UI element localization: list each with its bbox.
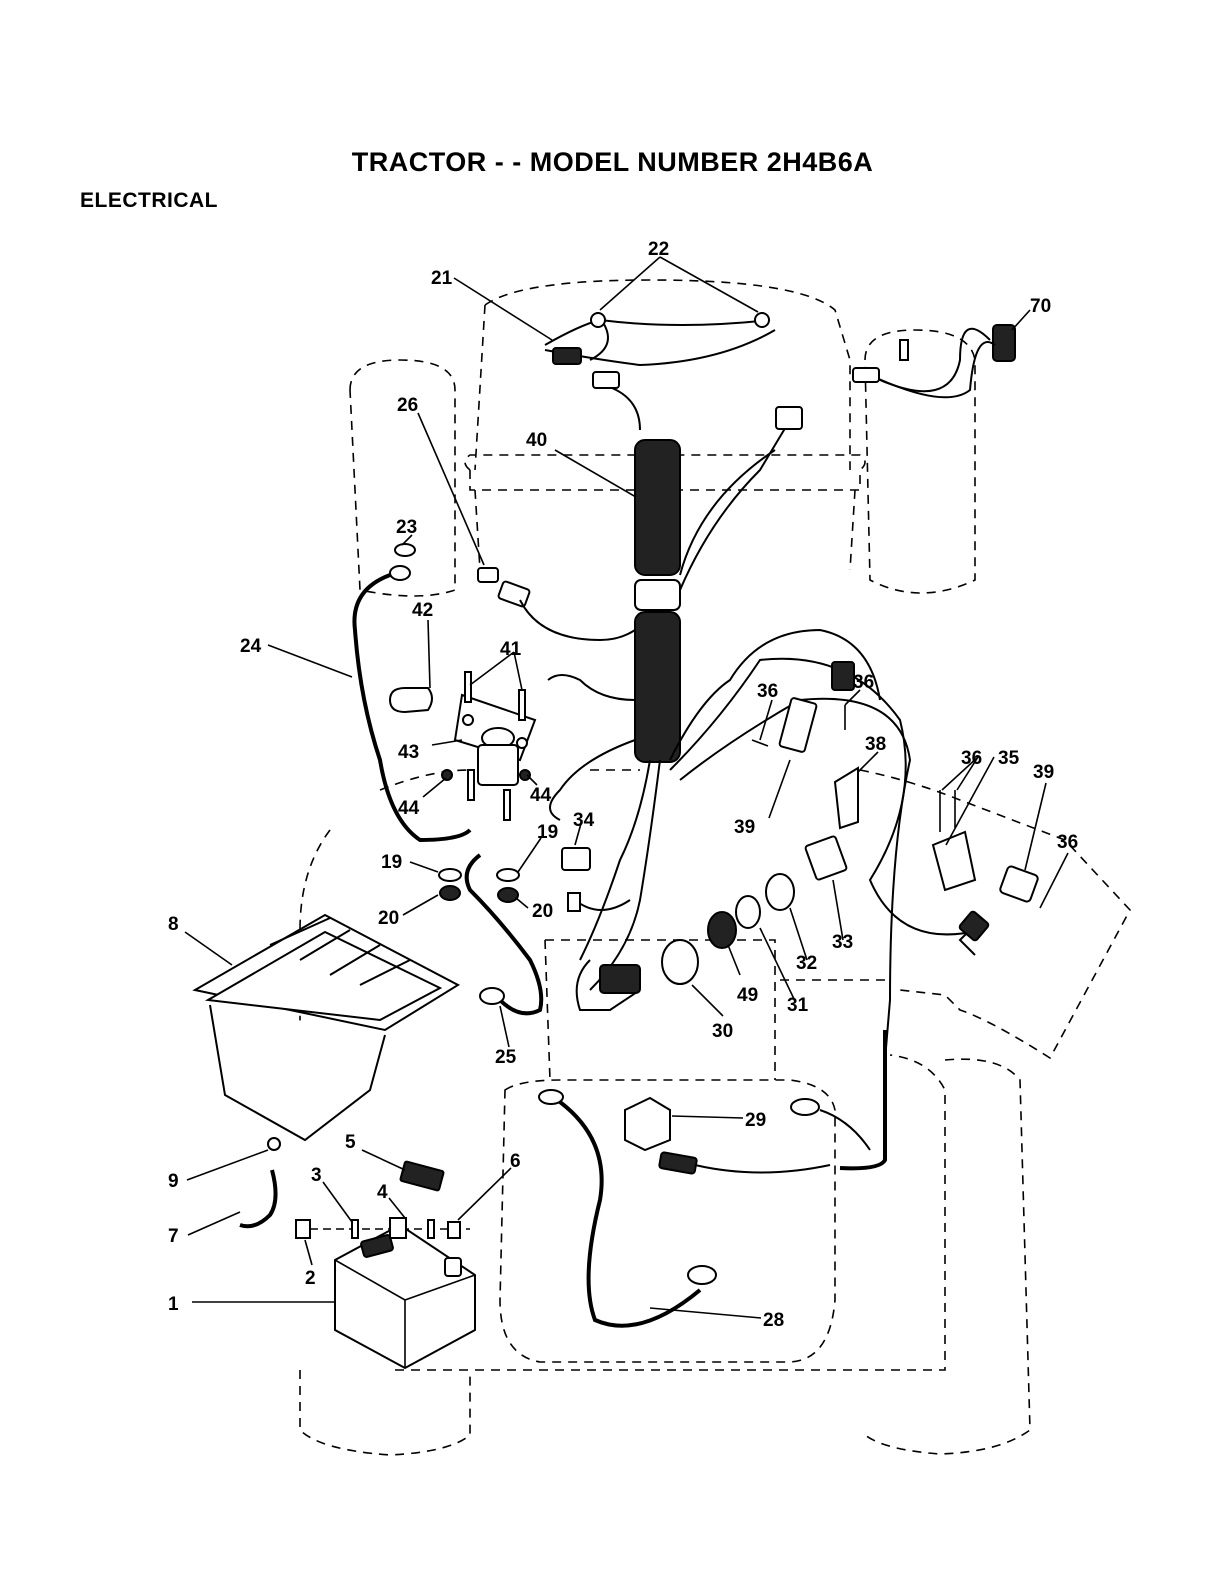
ignition-switch — [662, 836, 847, 984]
callout-35: 35 — [998, 748, 1020, 769]
headlight-harness — [545, 313, 775, 430]
starter-wire-29 — [625, 1030, 885, 1174]
callout-22: 22 — [648, 239, 669, 260]
callout-28: 28 — [763, 1310, 784, 1331]
callout-34: 34 — [573, 810, 595, 831]
callout-23: 23 — [396, 517, 417, 538]
callout-1: 1 — [168, 1294, 179, 1315]
callout-5: 5 — [345, 1132, 356, 1153]
callout-41: 41 — [500, 639, 522, 660]
callout-4: 4 — [377, 1182, 388, 1203]
callout-38: 38 — [865, 734, 886, 755]
callout-9: 9 — [168, 1171, 179, 1192]
callout-20-left: 20 — [378, 908, 399, 929]
callout-30: 30 — [712, 1021, 733, 1042]
callout-21: 21 — [431, 268, 453, 289]
battery-box — [195, 915, 458, 1140]
callout-20-right: 20 — [532, 901, 553, 922]
callout-7: 7 — [168, 1226, 179, 1247]
callout-39-left: 39 — [734, 817, 755, 838]
callout-70: 70 — [1030, 296, 1051, 317]
callout-36-upper: 36 — [757, 681, 778, 702]
battery — [240, 1138, 475, 1368]
fuse-holder-connector — [478, 568, 635, 640]
callout-42: 42 — [412, 600, 433, 621]
callout-44-right: 44 — [530, 785, 552, 806]
callout-24: 24 — [240, 636, 262, 657]
callout-19-right: 19 — [537, 822, 558, 843]
callout-32: 32 — [796, 953, 817, 974]
callout-43: 43 — [398, 742, 419, 763]
callout-33: 33 — [832, 932, 853, 953]
callout-49: 49 — [737, 985, 758, 1006]
callout-29: 29 — [745, 1110, 766, 1131]
callout-19-left: 19 — [381, 852, 402, 873]
main-wiring-harness — [548, 407, 989, 1060]
callout-6: 6 — [510, 1151, 521, 1172]
callout-2: 2 — [305, 1268, 316, 1289]
callout-36-mid: 36 — [853, 672, 874, 693]
callout-44-left: 44 — [398, 798, 420, 819]
callout-31: 31 — [787, 995, 809, 1016]
callout-3: 3 — [311, 1165, 322, 1186]
callout-36-right: 36 — [961, 748, 982, 769]
callout-40: 40 — [526, 430, 547, 451]
callout-8: 8 — [168, 914, 179, 935]
callout-39-right: 39 — [1033, 762, 1054, 783]
callout-36-far-right: 36 — [1057, 832, 1078, 853]
callout-26: 26 — [397, 395, 418, 416]
callout-labels: 1 2 3 4 5 6 7 8 9 19 19 20 20 21 22 23 2… — [168, 239, 1078, 1331]
fuse-34 — [562, 848, 630, 911]
callout-25: 25 — [495, 1047, 517, 1068]
seat-switch-harness — [853, 325, 1015, 397]
